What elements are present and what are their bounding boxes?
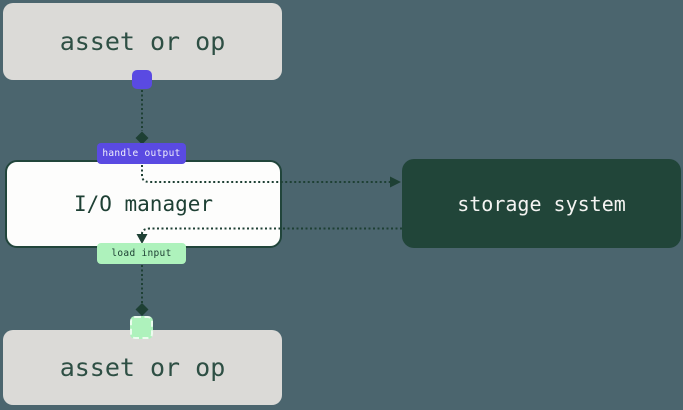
node-asset-or-op-bottom-label: asset or op (59, 353, 226, 382)
output-port-icon (132, 70, 152, 89)
node-storage-system-label: storage system (457, 191, 626, 216)
edge-asset-to-handle-output (135, 90, 149, 145)
load-input-badge: load input (97, 243, 186, 264)
node-asset-or-op-top-label: asset or op (59, 27, 226, 56)
node-asset-or-op-top: asset or op (3, 3, 282, 80)
diamond-arrowhead-icon (135, 303, 149, 316)
node-io-manager: I/O manager (5, 160, 282, 248)
edge-load-input-to-asset (135, 265, 149, 316)
node-storage-system: storage system (402, 159, 681, 248)
load-input-badge-label: load input (111, 248, 172, 259)
right-arrowhead-icon (390, 176, 401, 188)
handle-output-badge-label: handle output (102, 148, 181, 159)
node-asset-or-op-bottom: asset or op (3, 330, 282, 405)
handle-output-badge: handle output (97, 143, 186, 164)
node-io-manager-label: I/O manager (73, 192, 214, 216)
input-port-icon (130, 316, 153, 339)
